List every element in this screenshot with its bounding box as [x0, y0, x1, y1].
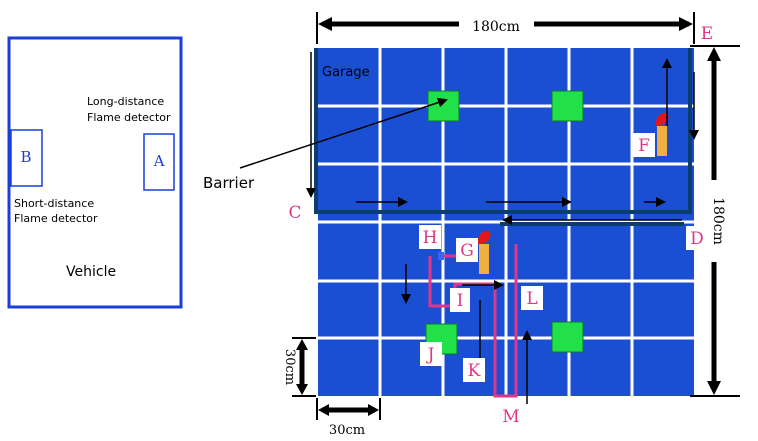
point-c-label: C	[288, 203, 301, 223]
sensor-b-box	[10, 129, 43, 187]
dimension-top	[316, 12, 695, 44]
point-e-label: E	[701, 24, 713, 44]
barrier-label: Barrier	[203, 174, 255, 192]
point-f-label: F	[638, 136, 650, 156]
long-detector-label-1: Long-distance	[87, 95, 164, 108]
dimension-right-label: 180cm	[710, 197, 726, 245]
vehicle-title: Vehicle	[66, 264, 116, 280]
candle-f	[655, 112, 669, 156]
barrier-block-2	[551, 90, 584, 122]
short-detector-label-1: Short-distance	[14, 197, 94, 210]
dimension-bottom	[316, 398, 381, 420]
dimension-left-label: 30cm	[282, 349, 297, 385]
point-j-label: J	[426, 345, 435, 365]
point-i-label: I	[457, 291, 464, 311]
arena	[314, 48, 694, 398]
long-detector-label-2: Flame detector	[87, 111, 171, 124]
vehicle-panel: A B Long-distance Flame detector Short-d…	[7, 36, 183, 309]
dimension-bottom-label: 30cm	[329, 423, 365, 438]
point-d-label: D	[690, 229, 704, 249]
dimension-top-label: 180cm	[472, 19, 520, 35]
barrier-pointer	[239, 97, 448, 169]
movement-arrows	[239, 52, 699, 404]
sensor-a-box	[143, 133, 175, 191]
grid-lines	[318, 48, 694, 396]
sensor-a-label: A	[153, 152, 165, 170]
candle-g	[477, 230, 491, 274]
point-h-label: H	[423, 228, 438, 248]
point-h-marker	[438, 252, 444, 260]
point-letters: C D E F G H I J K L M	[284, 22, 718, 428]
garage-label: Garage	[322, 65, 370, 80]
sensor-b-label: B	[20, 148, 31, 166]
point-m-label: M	[502, 407, 519, 427]
point-g-label: G	[460, 241, 474, 261]
barrier-block-4	[551, 321, 584, 353]
point-l-label: L	[526, 289, 537, 309]
dimension-right	[690, 45, 740, 397]
dimension-left	[292, 337, 316, 397]
barrier-block-1	[427, 90, 460, 122]
point-k-label: K	[468, 361, 481, 381]
short-detector-label-2: Flame detector	[14, 212, 98, 225]
